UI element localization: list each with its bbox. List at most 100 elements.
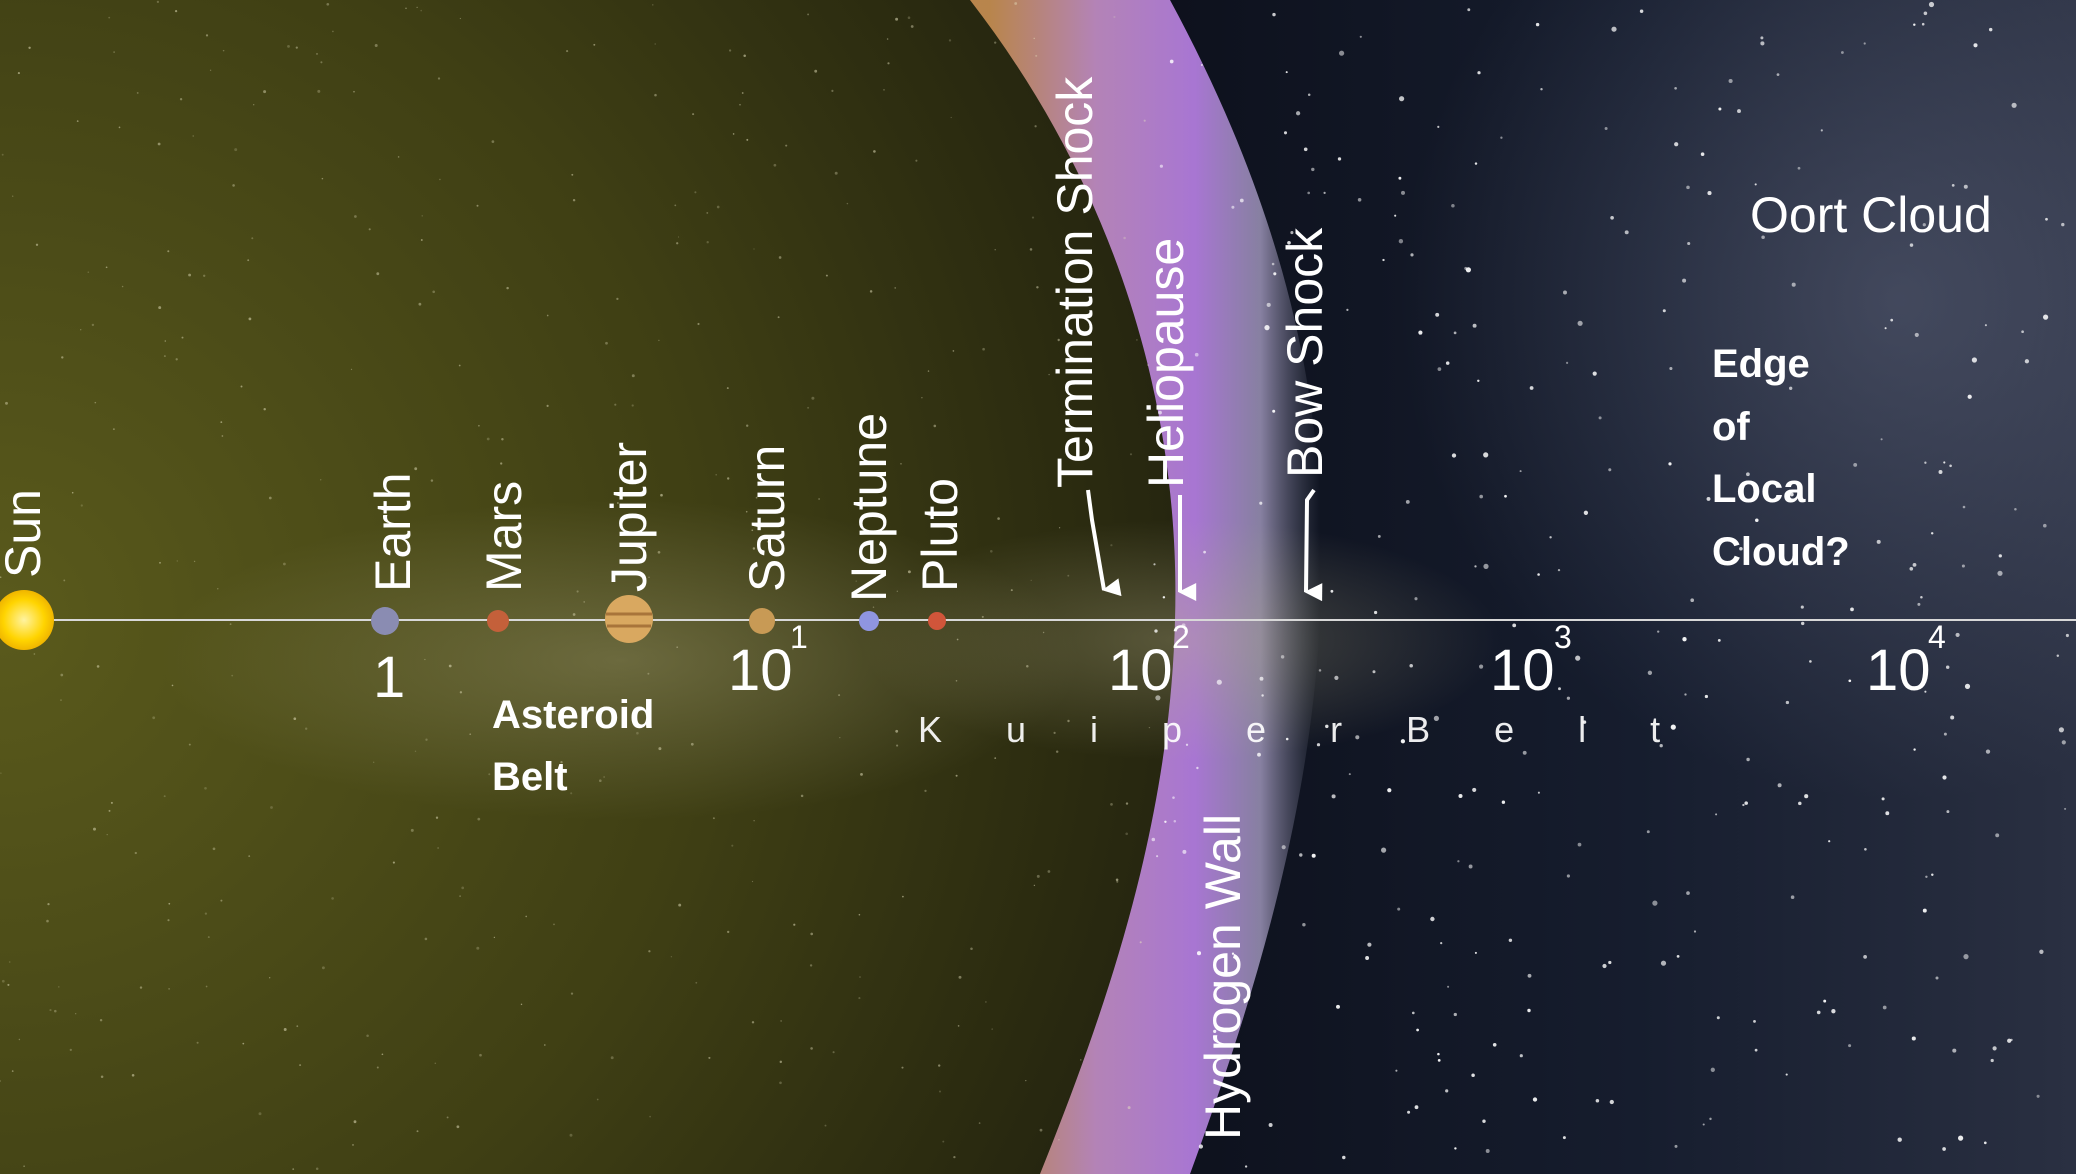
star-dot <box>1259 501 1263 505</box>
star-dot <box>1285 71 1288 74</box>
star-dot <box>500 462 503 465</box>
star-dot <box>810 932 814 936</box>
star-dot <box>660 493 663 497</box>
star-dot <box>915 159 918 162</box>
star-dot <box>11 1070 14 1072</box>
star-dot <box>1125 832 1128 836</box>
star-dot <box>858 913 861 916</box>
star-dot <box>953 1155 956 1159</box>
star-dot <box>1471 1073 1475 1078</box>
star-dot <box>793 923 796 926</box>
star-dot <box>352 1143 354 1146</box>
star-dot <box>478 424 480 427</box>
star-dot <box>1864 848 1867 851</box>
star-dot <box>232 184 235 187</box>
star-dot <box>469 733 472 736</box>
star-dot <box>332 30 334 33</box>
star-dot <box>1158 410 1162 415</box>
star-dot <box>295 46 298 49</box>
star-dot <box>414 750 417 753</box>
star-dot <box>1445 361 1450 365</box>
star-dot <box>47 902 50 906</box>
star-dot <box>1067 574 1070 577</box>
star-dot <box>1558 687 1561 691</box>
star-dot <box>657 550 661 554</box>
star-dot <box>1598 416 1602 420</box>
star-dot <box>353 1120 357 1124</box>
star-dot <box>950 116 952 119</box>
star-dot <box>1136 339 1138 341</box>
star-dot <box>269 977 271 979</box>
tick-10-3-base: 10 <box>1490 638 1555 703</box>
star-dot <box>896 744 899 747</box>
star-dot <box>0 772 2 774</box>
star-dot <box>1945 665 1950 669</box>
star-dot <box>203 274 206 277</box>
kuiper-belt-dust <box>860 520 1500 760</box>
sun-label: Sun <box>0 489 51 578</box>
star-dot <box>163 355 166 358</box>
star-dot <box>205 985 208 988</box>
star-dot <box>1914 332 1919 337</box>
star-dot <box>1609 1099 1614 1105</box>
star-dot <box>163 795 166 798</box>
star-dot <box>192 135 194 137</box>
asteroid-belt-label-line2: Belt <box>492 755 568 799</box>
star-dot <box>1646 830 1650 834</box>
star-dot <box>706 211 709 214</box>
star-dot <box>1479 664 1484 669</box>
star-dot <box>726 387 729 390</box>
star-dot <box>1357 198 1362 202</box>
star-dot <box>1687 241 1691 246</box>
star-dot <box>859 976 861 978</box>
star-dot <box>1394 214 1397 217</box>
star-dot <box>23 1165 25 1167</box>
star-dot <box>1840 51 1844 54</box>
star-dot <box>12 195 14 197</box>
star-dot <box>421 215 423 217</box>
star-dot <box>570 792 573 795</box>
star-dot <box>491 140 495 143</box>
star-dot <box>108 16 111 19</box>
star-dot <box>631 404 634 407</box>
star-dot <box>1467 8 1471 12</box>
star-dot <box>181 336 184 339</box>
star-dot <box>217 588 219 590</box>
star-dot <box>1257 752 1261 757</box>
star-dot <box>1610 215 1614 220</box>
star-dot <box>1 979 5 983</box>
star-dot <box>1440 942 1443 945</box>
star-dot <box>1445 1089 1449 1093</box>
edge-local-cloud-line4: Cloud? <box>1712 530 1850 574</box>
star-dot <box>376 1066 379 1069</box>
tick-10-1-exponent: 1 <box>790 619 808 655</box>
star-dot <box>459 895 461 897</box>
star-dot <box>397 156 400 158</box>
star-dot <box>2061 222 2065 227</box>
star-dot <box>1036 874 1040 878</box>
star-dot <box>994 249 996 251</box>
star-dot <box>670 956 673 958</box>
star-dot <box>131 1074 135 1077</box>
star-dot <box>1566 874 1570 878</box>
star-dot <box>1272 12 1276 17</box>
star-dot <box>614 403 617 406</box>
star-dot <box>1031 216 1035 219</box>
star-dot <box>652 4 654 6</box>
star-dot <box>222 49 225 52</box>
star-dot <box>831 89 834 92</box>
star-dot <box>1055 750 1059 753</box>
star-dot <box>296 1025 299 1028</box>
star-dot <box>188 743 191 746</box>
star-dot <box>872 606 875 608</box>
star-dot <box>1110 803 1113 806</box>
star-dot <box>1048 373 1050 376</box>
star-dot <box>1984 324 1987 327</box>
star-dot <box>1029 248 1033 251</box>
star-dot <box>1746 472 1750 477</box>
star-dot <box>93 827 96 831</box>
star-dot <box>1410 253 1414 257</box>
star-dot <box>732 133 735 135</box>
star-dot <box>60 673 64 677</box>
star-dot <box>1316 743 1321 747</box>
